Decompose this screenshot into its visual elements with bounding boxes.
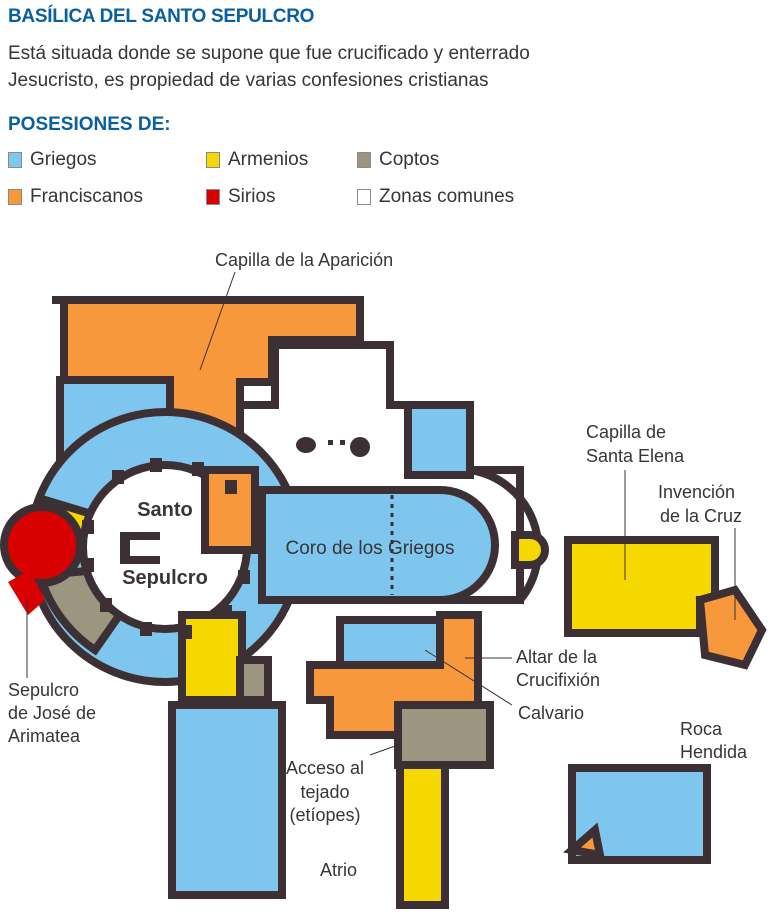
coro-griegos — [258, 486, 499, 604]
label-acceso-tejado: tejado — [300, 782, 349, 802]
legend-label: Griegos — [30, 149, 97, 170]
greek-south-block — [168, 701, 286, 899]
leader-line — [369, 744, 399, 756]
label-jose-arimatea: Sepulcro — [8, 680, 79, 700]
label-roca-hendida: Hendida — [680, 742, 748, 762]
label-altar: Altar de la — [516, 647, 598, 667]
description: Está situada donde se supone que fue cru… — [8, 40, 530, 94]
syriac-chapel — [0, 503, 84, 587]
invencion-cruz — [695, 585, 767, 670]
greek-chapel-ne — [404, 401, 474, 479]
legend-item-griegos: Griegos — [8, 149, 97, 171]
description-line: Jesucristo, es propiedad de varias confe… — [8, 70, 489, 91]
label-santa-elena: Santa Elena — [586, 446, 685, 466]
legend-swatch — [357, 189, 371, 205]
legend-item-zonas-comunes: Zonas comunes — [357, 186, 514, 208]
label-atrio: Atrio — [320, 860, 357, 880]
legend-swatch — [206, 152, 220, 168]
armenian-east-niche — [511, 531, 549, 569]
greek-calvario — [336, 616, 454, 669]
label-santo: Santo — [137, 499, 193, 521]
legend-swatch — [357, 152, 371, 168]
legend-label: Franciscanos — [30, 186, 143, 207]
label-calvario: Calvario — [518, 703, 584, 723]
page-title: BASÍLICA DEL SANTO SEPULCRO — [8, 6, 315, 27]
description-line: Está situada donde se supone que fue cru… — [8, 43, 530, 64]
ethiopian-passage — [396, 761, 449, 909]
legend-label: Sirios — [228, 186, 276, 207]
coptic-small — [236, 656, 272, 704]
legend-swatch — [8, 189, 22, 205]
label-roca-hendida: Roca — [680, 719, 723, 739]
label-invencion-cruz: Invención — [658, 482, 735, 502]
legend-swatch — [206, 189, 220, 205]
label-sepulcro: Sepulcro — [122, 567, 208, 589]
east-ambulatory — [469, 466, 543, 603]
leader-line — [199, 271, 236, 371]
label-acceso-tejado: Acceso al — [286, 758, 364, 778]
santa-elena-chapel — [564, 536, 719, 637]
legend-label: Coptos — [379, 149, 440, 170]
label-acceso-tejado: (etíopes) — [289, 805, 360, 825]
label-invencion-cruz: de la Cruz — [660, 506, 742, 526]
syriac-tomb — [8, 570, 45, 615]
label-jose-arimatea: Arimatea — [8, 726, 81, 746]
label-santa-elena: Capilla de — [586, 422, 666, 442]
legend-item-franciscanos: Franciscanos — [8, 186, 143, 208]
labels: Capilla de la Aparición Capilla de Santa… — [8, 250, 748, 880]
coptic-south — [394, 701, 494, 769]
legend-swatch — [8, 152, 22, 168]
rotunda-pillars — [82, 437, 370, 639]
legend-title: POSESIONES DE: — [8, 114, 171, 135]
label-coro-griegos: Coro de los Griegos — [286, 538, 455, 559]
legend-item-armenios: Armenios — [206, 149, 308, 171]
legend-item-sirios: Sirios — [206, 186, 276, 208]
franciscan-roca — [563, 822, 606, 860]
legend-label: Armenios — [228, 149, 309, 170]
leader-line — [424, 649, 513, 706]
label-capilla-aparicion: Capilla de la Aparición — [215, 250, 393, 270]
legend-label: Zonas comunes — [379, 186, 515, 207]
legend-item-coptos: Coptos — [357, 149, 439, 171]
label-jose-arimatea: de José de — [8, 703, 96, 723]
label-altar: Crucifixión — [516, 670, 600, 690]
